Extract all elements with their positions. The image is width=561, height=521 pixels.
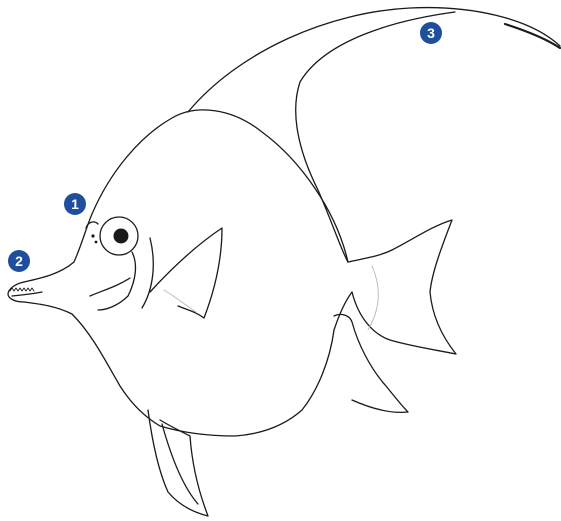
- tail-fin-base: [368, 266, 378, 330]
- nostril-1: [91, 234, 94, 237]
- pectoral-fin-base: [164, 290, 196, 312]
- pelvic-fin: [148, 410, 208, 516]
- callout-marker-1: 1: [64, 193, 86, 215]
- tail-fin: [348, 220, 456, 354]
- cheek-line-1: [90, 278, 130, 296]
- mouth-line: [12, 292, 42, 296]
- dorsal-fin-inner-edge: [296, 12, 455, 262]
- callout-marker-2: 2: [8, 250, 30, 272]
- mouth-teeth: [10, 288, 34, 291]
- callout-marker-3: 3: [420, 22, 442, 44]
- forehead-bump: [86, 222, 98, 228]
- pectoral-fin: [150, 228, 222, 318]
- dorsal-fin: [188, 8, 560, 112]
- body-outline: [24, 110, 352, 436]
- gill-line: [142, 238, 153, 308]
- eye-pupil: [114, 229, 129, 244]
- cheek-line-2: [98, 252, 135, 310]
- anal-fin: [334, 314, 408, 412]
- nostril-2: [95, 241, 98, 244]
- snout: [8, 282, 24, 302]
